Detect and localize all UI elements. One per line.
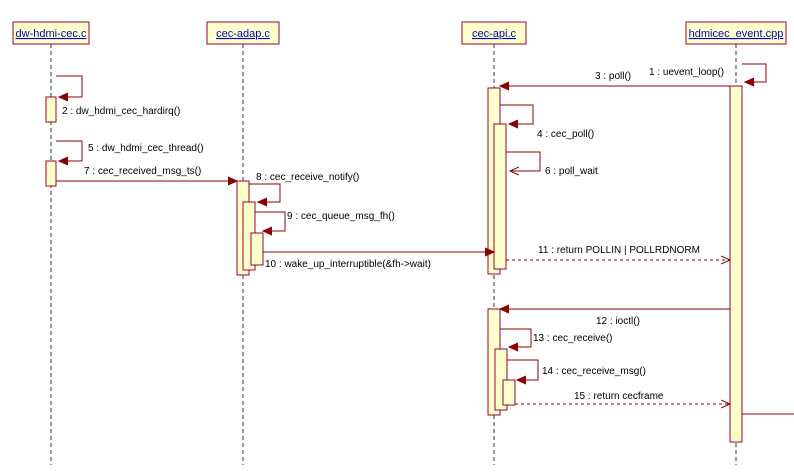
lifeline-head-adap: cec-adap.c [206, 21, 280, 45]
lifeline-label-hdmi: dw-hdmi-cec.c [16, 28, 87, 40]
message-label-8: 8 : cec_receive_notify() [256, 172, 359, 183]
lifeline-head-hdmi: dw-hdmi-cec.c [12, 21, 90, 45]
message-label-5: 5 : dw_hdmi_cec_thread() [88, 143, 204, 154]
message-label-10: 10 : wake_up_interruptible(&fh->wait) [265, 259, 431, 270]
lifeline-head-event: hdmicec_event.cpp [685, 21, 787, 45]
message-label-9: 9 : cec_queue_msg_fh() [287, 211, 395, 222]
message-arrow-13 [500, 328, 532, 347]
message-arrow-14 [507, 359, 539, 380]
message-label-1: 1 : uevent_loop() [649, 67, 724, 78]
activation-hdmi-2 [45, 160, 57, 187]
message-arrow-9 [255, 211, 286, 231]
message-arrow-6 [506, 151, 541, 171]
message-label-13: 13 : cec_receive() [533, 333, 612, 344]
activation-adap-3 [250, 232, 264, 266]
message-label-11: 11 : return POLLIN | POLLRDNORM [538, 245, 700, 256]
message-label-7: 7 : cec_received_msg_ts() [84, 166, 201, 177]
message-label-3: 3 : poll() [595, 71, 631, 82]
lifeline-label-api: cec-api.c [472, 28, 517, 40]
lifeline-head-api: cec-api.c [461, 21, 527, 45]
message-arrow-2 [56, 75, 83, 97]
message-label-4: 4 : cec_poll() [537, 129, 594, 140]
message-arrow-5 [56, 140, 83, 161]
message-label-12: 12 : ioctl() [596, 316, 640, 327]
message-label-2: 2 : dw_hdmi_cec_hardirq() [62, 106, 180, 117]
message-arrow-1 [742, 63, 767, 82]
message-arrow-8 [249, 183, 281, 202]
lifeline-label-adap: cec-adap.c [216, 28, 270, 40]
message-label-14: 14 : cec_receive_msg() [542, 366, 646, 377]
activation-event-1 [729, 85, 743, 443]
activation-api-5 [502, 379, 516, 406]
activation-api-2 [493, 123, 507, 270]
message-arrow-4 [500, 104, 534, 124]
message-label-6: 6 : poll_wait [545, 166, 598, 177]
lifeline-label-event: hdmicec_event.cpp [689, 28, 784, 40]
message-label-15: 15 : return cecframe [574, 391, 664, 402]
activation-hdmi-1 [45, 96, 57, 123]
